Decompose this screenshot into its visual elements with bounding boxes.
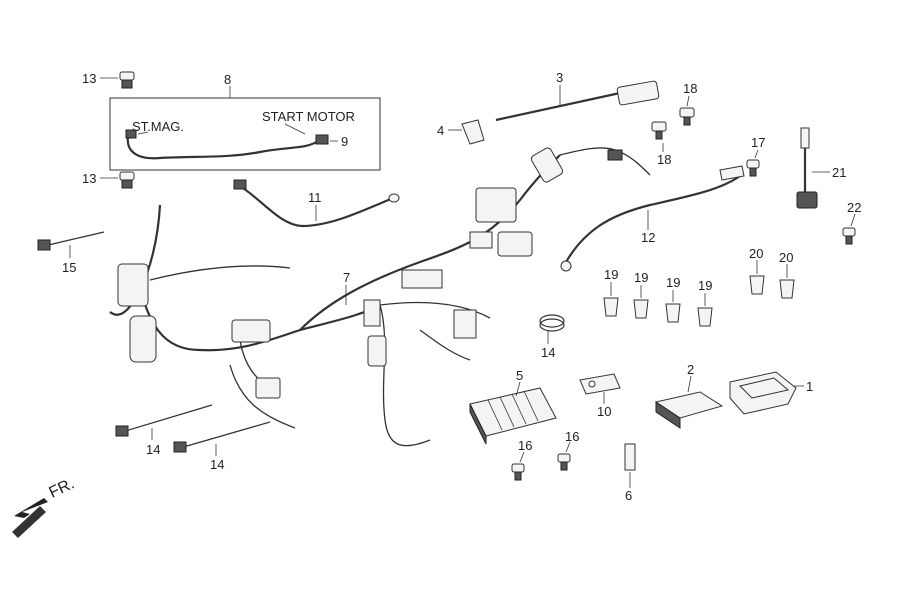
callout-14-c: 14 xyxy=(210,457,224,472)
callout-19-b: 19 xyxy=(634,270,648,285)
callout-14-b: 14 xyxy=(146,442,160,457)
callout-19-d: 19 xyxy=(698,278,712,293)
cable-tie-15 xyxy=(37,231,105,251)
callout-10: 10 xyxy=(597,404,611,419)
spark-plug-cap-4 xyxy=(461,119,485,145)
callout-19-a: 19 xyxy=(604,267,618,282)
bracket-10 xyxy=(579,373,621,395)
relay-2 xyxy=(654,391,724,429)
front-label: FR. xyxy=(47,475,78,501)
clips-20 xyxy=(749,275,795,299)
starter-cable-box-8 xyxy=(109,86,381,171)
callout-13-top: 13 xyxy=(82,71,96,86)
callout-2: 2 xyxy=(687,362,694,377)
callout-1: 1 xyxy=(806,379,813,394)
callout-9: 9 xyxy=(341,134,348,149)
battery-cable-12 xyxy=(560,165,745,272)
callout-13-bottom: 13 xyxy=(82,171,96,186)
callout-22: 22 xyxy=(847,200,861,215)
bolt-22 xyxy=(842,227,856,245)
callout-17: 17 xyxy=(751,135,765,150)
fuse-6 xyxy=(624,443,636,471)
callout-8: 8 xyxy=(224,72,231,87)
main-wiring-harness-7 xyxy=(109,147,651,447)
sensor-21 xyxy=(796,127,818,209)
callout-3: 3 xyxy=(556,70,563,85)
callout-16-a: 16 xyxy=(518,438,532,453)
bolt-18-a xyxy=(679,107,695,126)
callout-18-a: 18 xyxy=(683,81,697,96)
caption-start-motor: START MOTOR xyxy=(262,109,355,124)
cover-1 xyxy=(729,371,797,415)
callout-6: 6 xyxy=(625,488,632,503)
callout-20-a: 20 xyxy=(749,246,763,261)
cable-tie-14-c xyxy=(173,421,271,453)
ignition-coil-3 xyxy=(495,80,660,122)
callout-21: 21 xyxy=(832,165,846,180)
callout-15: 15 xyxy=(62,260,76,275)
bolt-13-top xyxy=(119,71,135,89)
clips-19 xyxy=(603,297,713,327)
callout-18-b: 18 xyxy=(657,152,671,167)
callout-12: 12 xyxy=(641,230,655,245)
cable-tie-14-b xyxy=(115,404,213,437)
bolt-16-a xyxy=(511,463,525,481)
callout-19-c: 19 xyxy=(666,275,680,290)
callout-20-b: 20 xyxy=(779,250,793,265)
front-direction-arrow xyxy=(6,498,48,538)
callout-16-b: 16 xyxy=(565,429,579,444)
callout-11: 11 xyxy=(308,190,322,205)
caption-st-mag: ST.MAG. xyxy=(132,119,184,134)
callout-4: 4 xyxy=(437,123,444,138)
clamp-14-a xyxy=(539,314,565,332)
callout-14-a: 14 xyxy=(541,345,555,360)
cable-11 xyxy=(233,179,400,228)
bolt-18-b xyxy=(651,121,667,140)
regulator-rectifier-5 xyxy=(469,387,557,445)
bolt-17 xyxy=(746,159,760,177)
callout-5: 5 xyxy=(516,368,523,383)
bolt-16-b xyxy=(557,453,571,471)
bolt-13-bottom xyxy=(119,171,135,189)
callout-7: 7 xyxy=(343,270,350,285)
